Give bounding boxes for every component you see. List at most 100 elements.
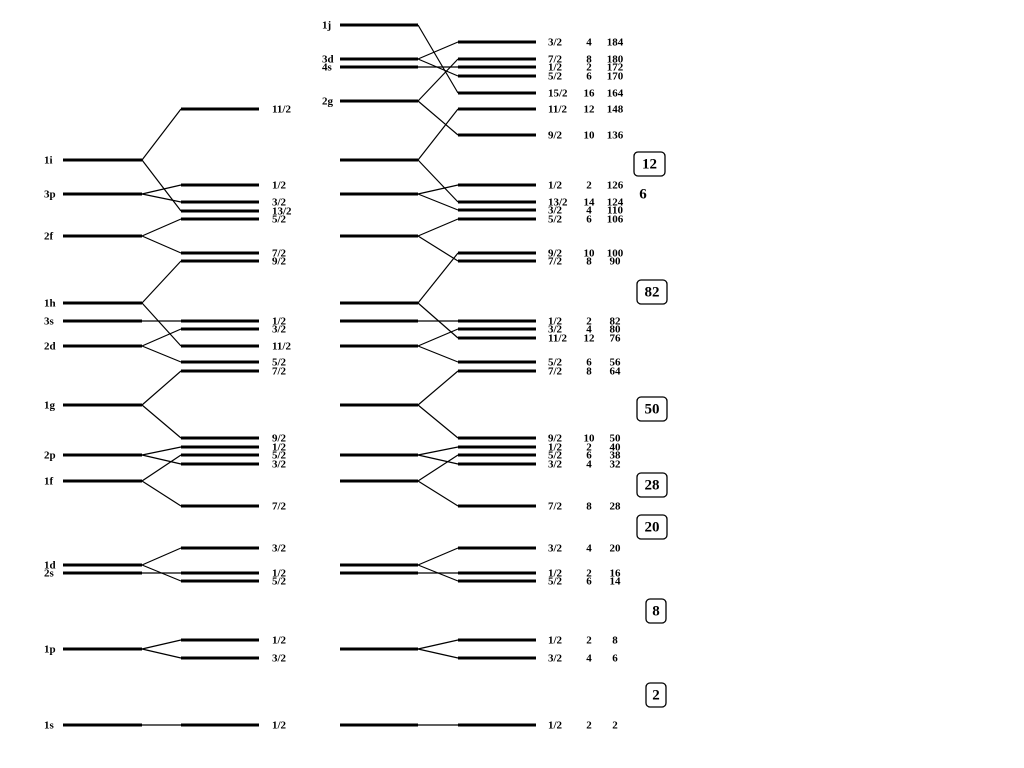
cumulative-count: 76 (610, 333, 622, 345)
split-connector (141, 454, 182, 465)
orbital-name: 1i (44, 155, 53, 167)
split-connector (417, 480, 459, 507)
j-label: 7/2 (548, 256, 563, 268)
split-connector (141, 328, 182, 347)
split-connector (417, 328, 459, 347)
split-connector (417, 24, 459, 94)
split-connector (417, 252, 459, 304)
j-label: 1/2 (548, 635, 563, 647)
orbital-level: 1g7/29/2 (44, 366, 287, 445)
cumulative-count: 136 (607, 130, 624, 142)
j-label: 3/2 (548, 205, 563, 217)
split-connector (417, 648, 459, 659)
magic-number: 82 (645, 284, 660, 300)
magic-number-box (645, 682, 667, 708)
orbital-level: 3p1/23/2 (44, 180, 287, 209)
degeneracy-label: 14 (584, 197, 596, 209)
j-label: 3/2 (548, 653, 563, 665)
cumulative-count: 28 (610, 501, 622, 513)
j-label: 3/2 (548, 37, 563, 49)
cumulative-count: 82 (610, 316, 622, 328)
degeneracy-label: 8 (586, 256, 592, 268)
j-label: 1/2 (548, 62, 563, 74)
j-label: 1/2 (548, 568, 563, 580)
degeneracy-label: 2 (586, 180, 592, 192)
orbital-name: 1h (44, 298, 56, 310)
j-label: 7/2 (548, 366, 563, 378)
degeneracy-label: 6 (586, 214, 592, 226)
split-connector (141, 108, 182, 161)
orbital-name: 1j (322, 20, 331, 32)
j-label: 7/2 (272, 501, 287, 513)
j-label: 3/2 (272, 197, 287, 209)
split-connector (417, 218, 459, 237)
j-label: 9/2 (272, 256, 287, 268)
j-label: 1/2 (272, 316, 287, 328)
split-connector (417, 454, 459, 465)
j-label: 1/2 (272, 180, 287, 192)
j-label: 3/2 (272, 653, 287, 665)
j-label: 5/2 (272, 214, 287, 226)
degeneracy-label: 4 (586, 324, 592, 336)
degeneracy-label: 2 (586, 316, 592, 328)
j-label: 5/2 (548, 71, 563, 83)
orbital-level: 1p1/23/2 (44, 635, 287, 665)
cumulative-count: 8 (612, 635, 618, 647)
split-connector (141, 446, 182, 456)
orbital-name: 1p (44, 644, 56, 656)
magic-number-box (636, 472, 668, 498)
orbital-name: 3s (44, 316, 55, 328)
orbital-level: 1d3/25/2 (44, 543, 287, 588)
degeneracy-label: 4 (586, 459, 592, 471)
split-connector (417, 58, 459, 102)
j-label: 11/2 (272, 341, 291, 353)
j-label: 9/2 (548, 433, 563, 445)
cumulative-count: 110 (607, 205, 623, 217)
split-connector (417, 345, 459, 363)
split-connector (417, 454, 459, 482)
cumulative-count: 32 (610, 459, 622, 471)
magic-number-box (645, 598, 667, 624)
split-connector (417, 41, 459, 60)
magic-number: 20 (645, 519, 660, 535)
cumulative-count: 6 (612, 653, 618, 665)
orbital-name: 1g (44, 400, 56, 412)
cumulative-count: 16 (610, 568, 622, 580)
magic-number-box (636, 514, 668, 540)
split-connector (141, 404, 182, 439)
cumulative-count: 170 (607, 71, 624, 83)
magic-number: 12 (642, 156, 657, 172)
j-label: 11/2 (548, 333, 567, 345)
split-connector (417, 184, 459, 195)
degeneracy-label: 2 (586, 635, 592, 647)
degeneracy-label: 4 (586, 205, 592, 217)
orbital-level: 2f5/27/2 (44, 214, 287, 260)
cumulative-count: 100 (607, 248, 624, 260)
cumulative-count: 2 (612, 720, 618, 732)
split-connector (417, 302, 459, 339)
j-label: 9/2 (272, 433, 287, 445)
j-label: 3/2 (272, 459, 287, 471)
j-label: 5/2 (272, 450, 287, 462)
cumulative-count: 20 (610, 543, 622, 555)
split-connector (417, 547, 459, 566)
cumulative-count: 64 (610, 366, 622, 378)
degeneracy-label: 12 (584, 104, 596, 116)
split-connector (141, 370, 182, 406)
orbital-name: 1d (44, 560, 56, 572)
cumulative-count: 40 (610, 442, 622, 454)
split-connector (417, 193, 459, 211)
orbital-level: 3s 1/2 (44, 316, 287, 328)
degeneracy-label: 6 (586, 450, 592, 462)
degeneracy-label: 6 (586, 71, 592, 83)
